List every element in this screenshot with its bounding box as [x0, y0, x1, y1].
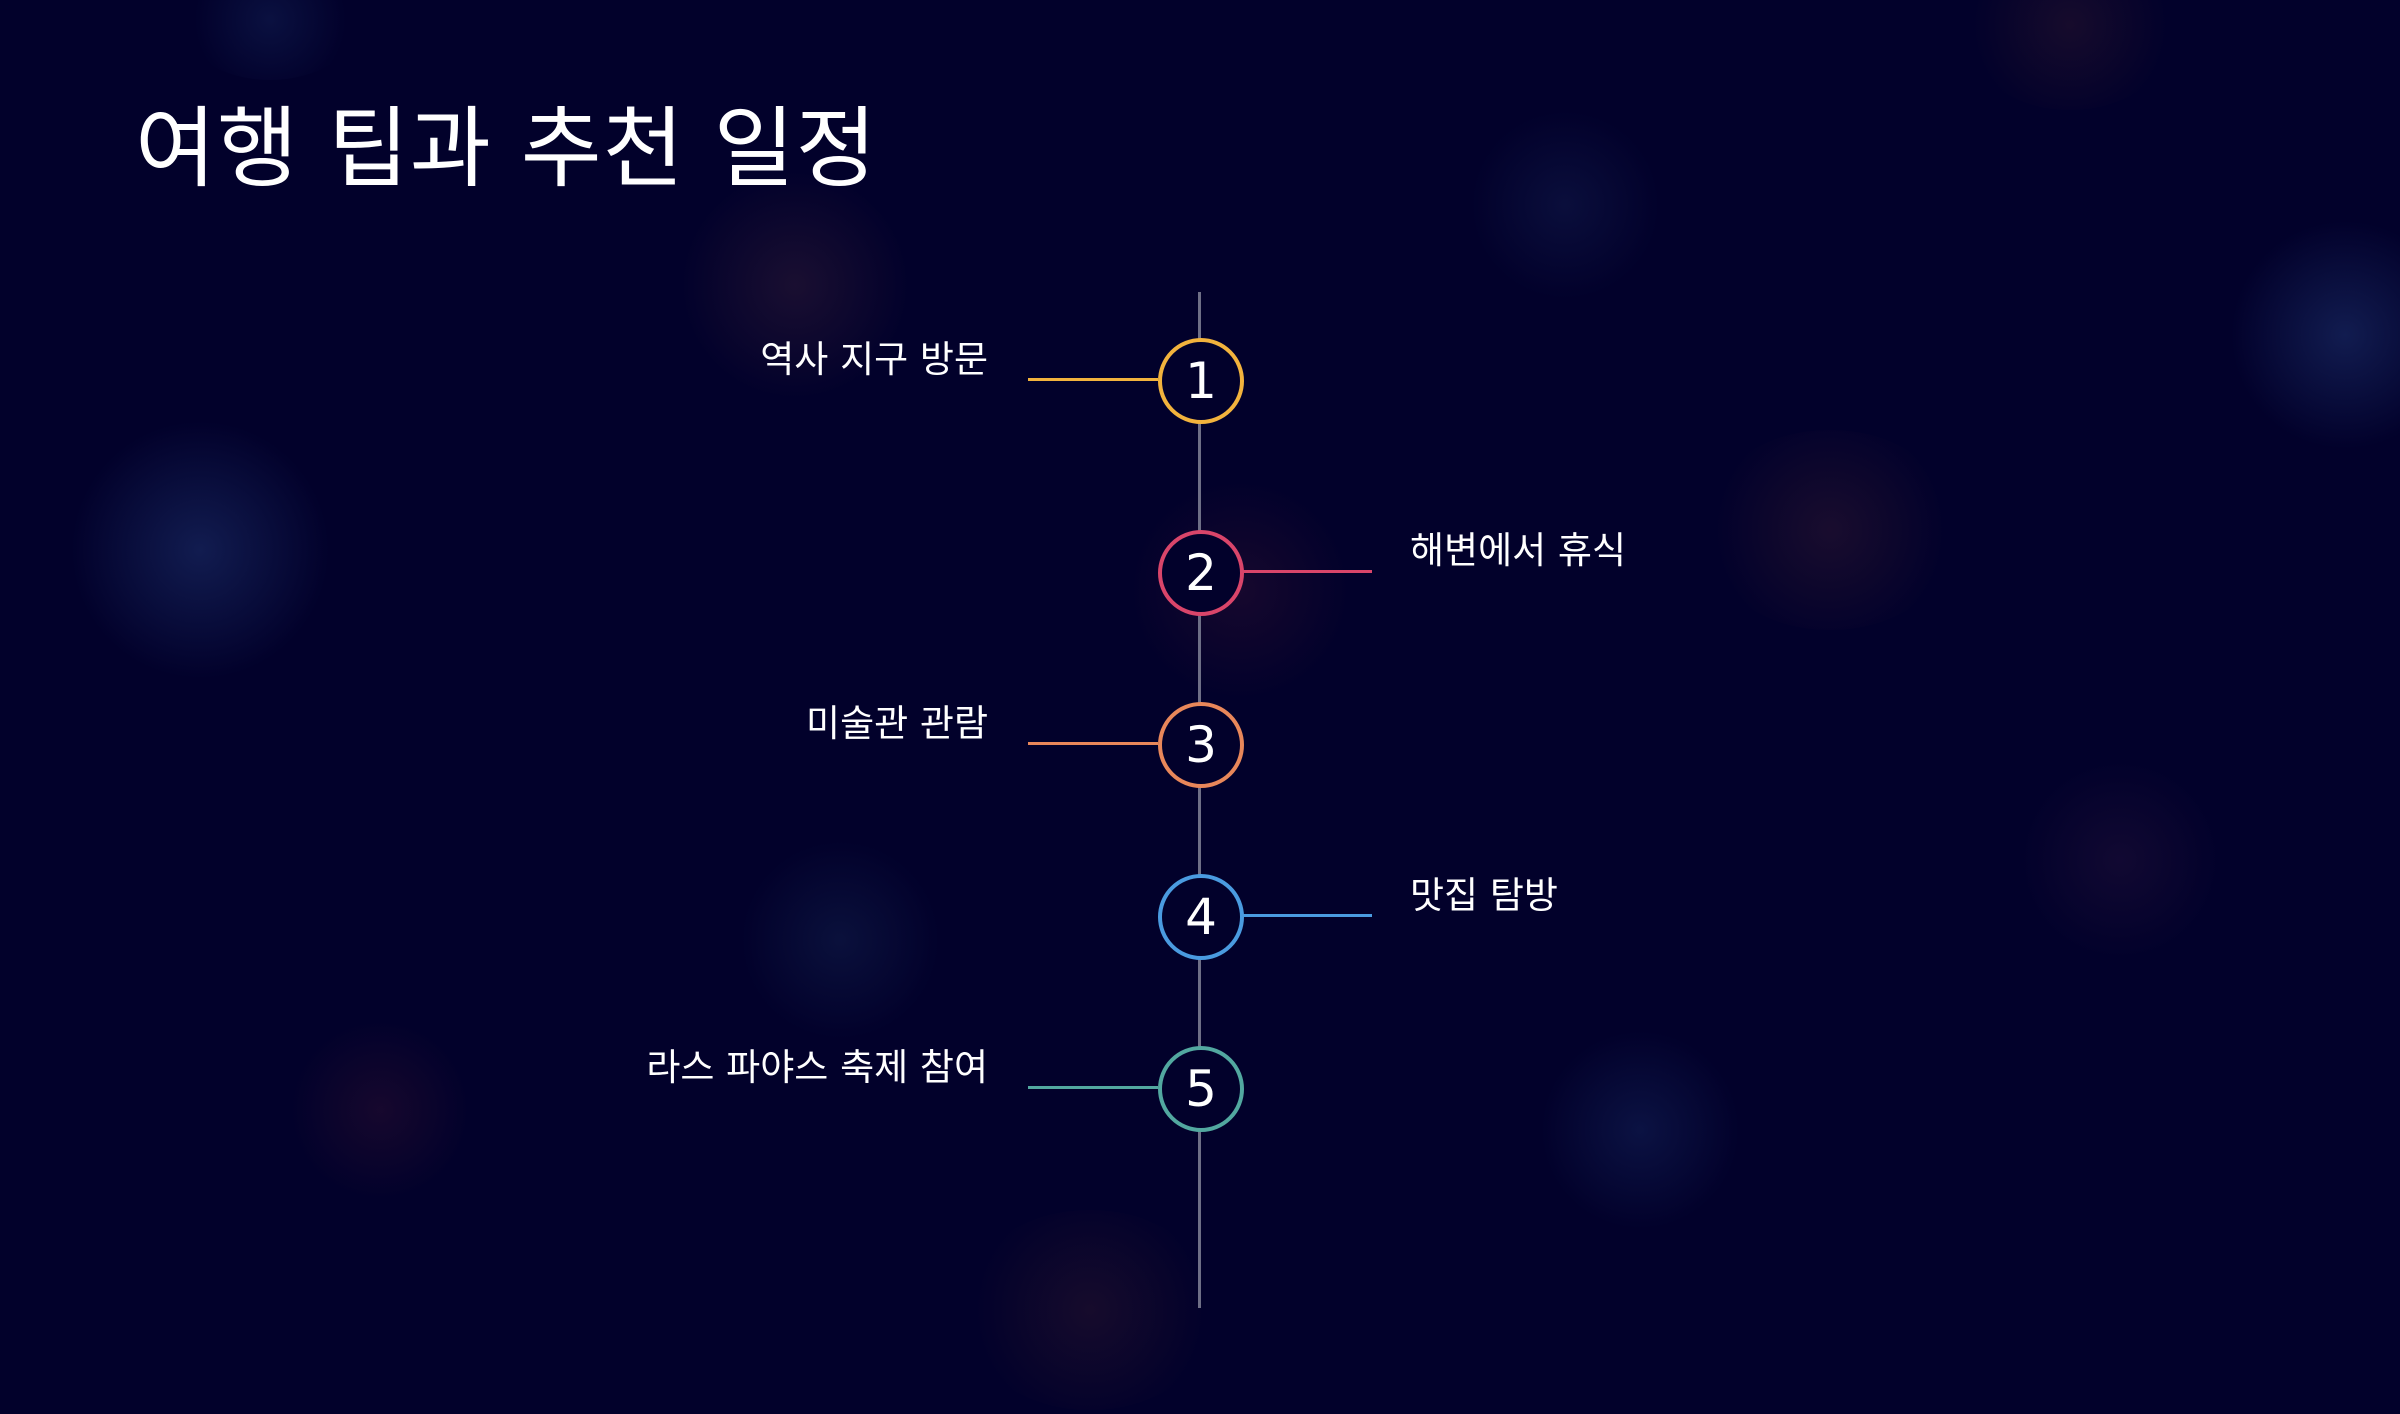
timeline-node: 4	[1158, 874, 1244, 960]
background-glow	[2020, 760, 2220, 960]
background-glow	[1540, 1030, 1740, 1230]
timeline-connector	[1028, 378, 1158, 381]
background-glow	[1700, 430, 1960, 630]
timeline-node: 3	[1158, 702, 1244, 788]
timeline-node: 2	[1158, 530, 1244, 616]
background-glow	[2230, 220, 2400, 450]
timeline-node: 1	[1158, 338, 1244, 424]
timeline-connector	[1028, 1086, 1158, 1089]
background-glow	[1470, 110, 1660, 300]
background-glow	[1960, 0, 2180, 110]
background-glow	[180, 0, 360, 80]
background-glow	[740, 840, 940, 1040]
timeline-connector	[1242, 570, 1372, 573]
background-glow	[290, 1020, 470, 1200]
background-glow	[960, 1210, 1220, 1410]
timeline-connector	[1028, 742, 1158, 745]
page-title: 여행 팁과 추천 일정	[135, 97, 878, 200]
timeline-label: 미술관 관람	[806, 702, 988, 745]
timeline-label: 해변에서 휴식	[1410, 529, 1627, 572]
timeline-connector	[1242, 914, 1372, 917]
background-glow	[70, 420, 330, 680]
timeline-axis	[1198, 292, 1201, 1308]
timeline-label: 역사 지구 방문	[760, 338, 988, 381]
timeline-node: 5	[1158, 1046, 1244, 1132]
timeline-label: 맛집 탐방	[1410, 874, 1558, 917]
timeline-label: 라스 파야스 축제 참여	[646, 1046, 988, 1089]
